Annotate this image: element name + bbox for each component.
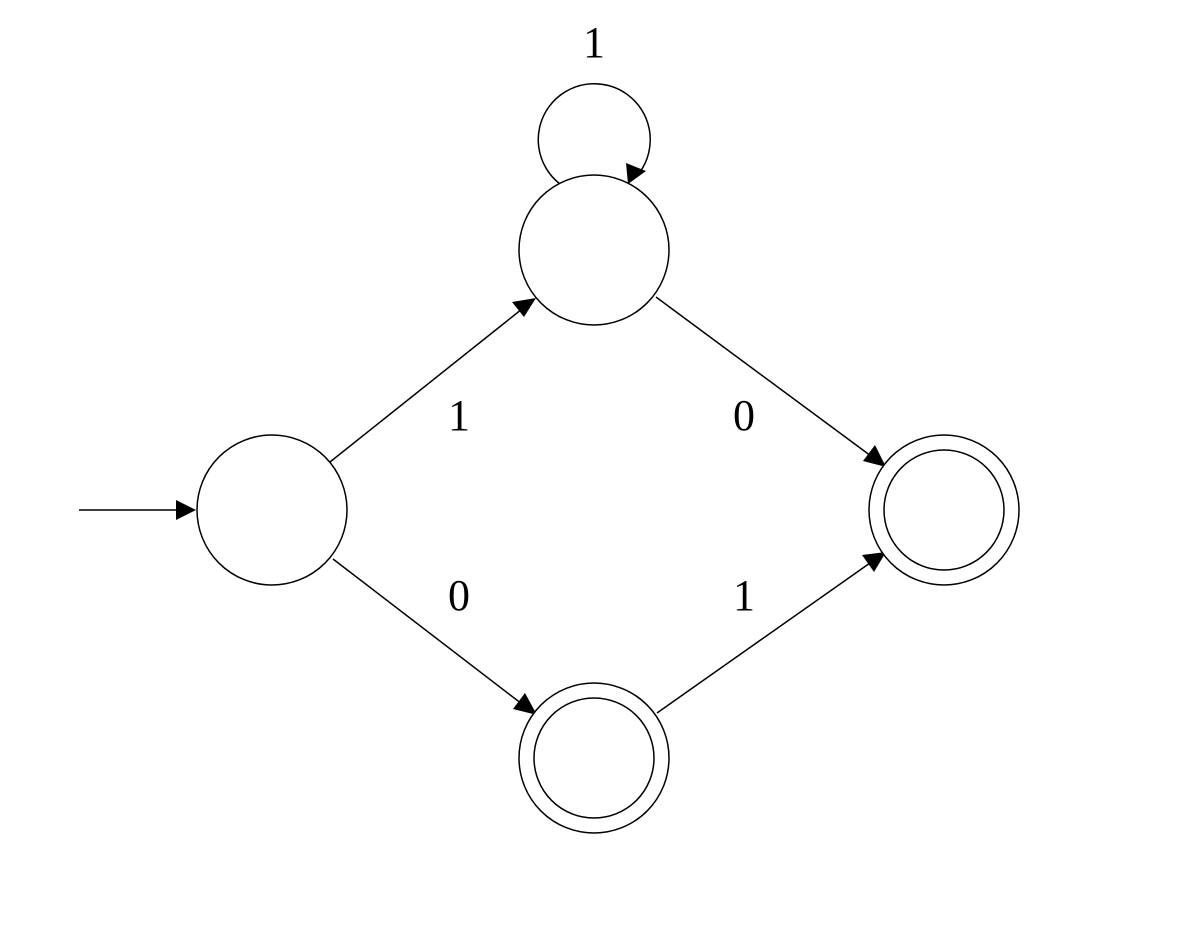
transition-q2-q3-arrowhead	[862, 552, 886, 572]
transition-q0-q2: 0	[332, 558, 537, 715]
accepting-ring-q2	[533, 697, 655, 819]
start-arrow	[79, 500, 196, 520]
transition-q0-q1-arrowhead	[512, 298, 536, 317]
self-loop-label: 1	[583, 18, 605, 67]
self-loop-q1: 1	[537, 18, 651, 185]
state-q0-start	[196, 434, 348, 586]
state-q2-accepting	[518, 682, 670, 834]
transition-q1-q3-label: 0	[733, 391, 755, 440]
transition-q0-q2-arrowhead	[513, 693, 537, 715]
start-arrowhead	[176, 500, 196, 520]
accepting-ring-q3	[883, 449, 1005, 571]
transition-q0-q1: 1	[329, 298, 536, 463]
transition-q1-q3-arrowhead	[863, 445, 886, 467]
transition-q1-q3: 0	[655, 296, 886, 467]
state-q3-accepting	[868, 434, 1020, 586]
transition-q2-q3: 1	[656, 552, 886, 714]
transition-q2-q3-label: 1	[733, 571, 755, 620]
state-q1	[518, 174, 670, 326]
transition-q0-q2-label: 0	[448, 571, 470, 620]
self-loop-arrowhead	[626, 163, 646, 184]
transition-q0-q1-label: 1	[448, 391, 470, 440]
